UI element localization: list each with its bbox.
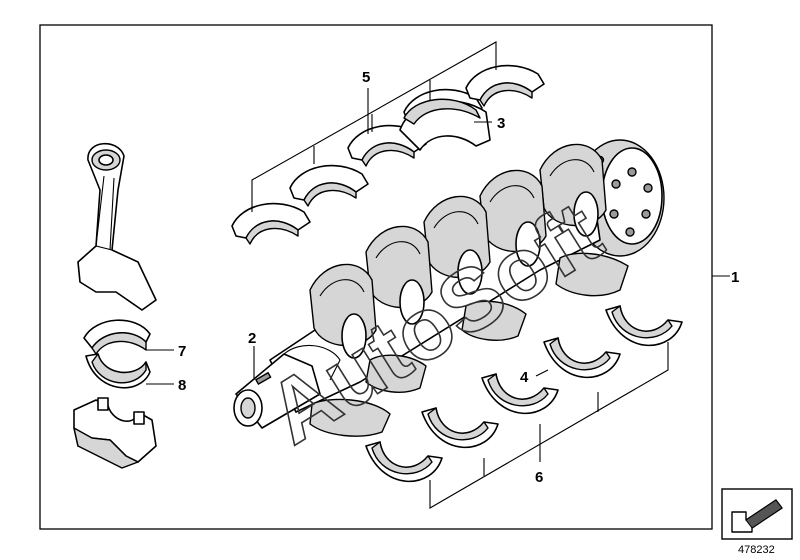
callout-3: 3	[497, 115, 505, 132]
callout-7: 7	[178, 343, 186, 360]
callout-1: 1	[731, 269, 739, 286]
rod-bearing-shell-upper	[83, 319, 151, 355]
connecting-rod	[77, 142, 157, 311]
brackets	[146, 41, 730, 509]
arrow-corner-icon[interactable]	[721, 488, 793, 540]
callouts: 1 2 3 4 5 6 7 8	[178, 69, 739, 486]
part-number: 478232	[738, 544, 775, 556]
rod-bearing-shell-lower	[85, 353, 151, 389]
callout-4: 4	[520, 369, 529, 386]
callout-6: 6	[535, 469, 543, 486]
rod-cap	[73, 397, 157, 469]
callout-5: 5	[362, 69, 370, 86]
callout-2: 2	[248, 330, 256, 347]
diagram-frame	[39, 24, 713, 530]
callout-8: 8	[178, 377, 186, 394]
crankshaft	[233, 139, 665, 437]
thrust-bearing-shell	[399, 98, 491, 151]
